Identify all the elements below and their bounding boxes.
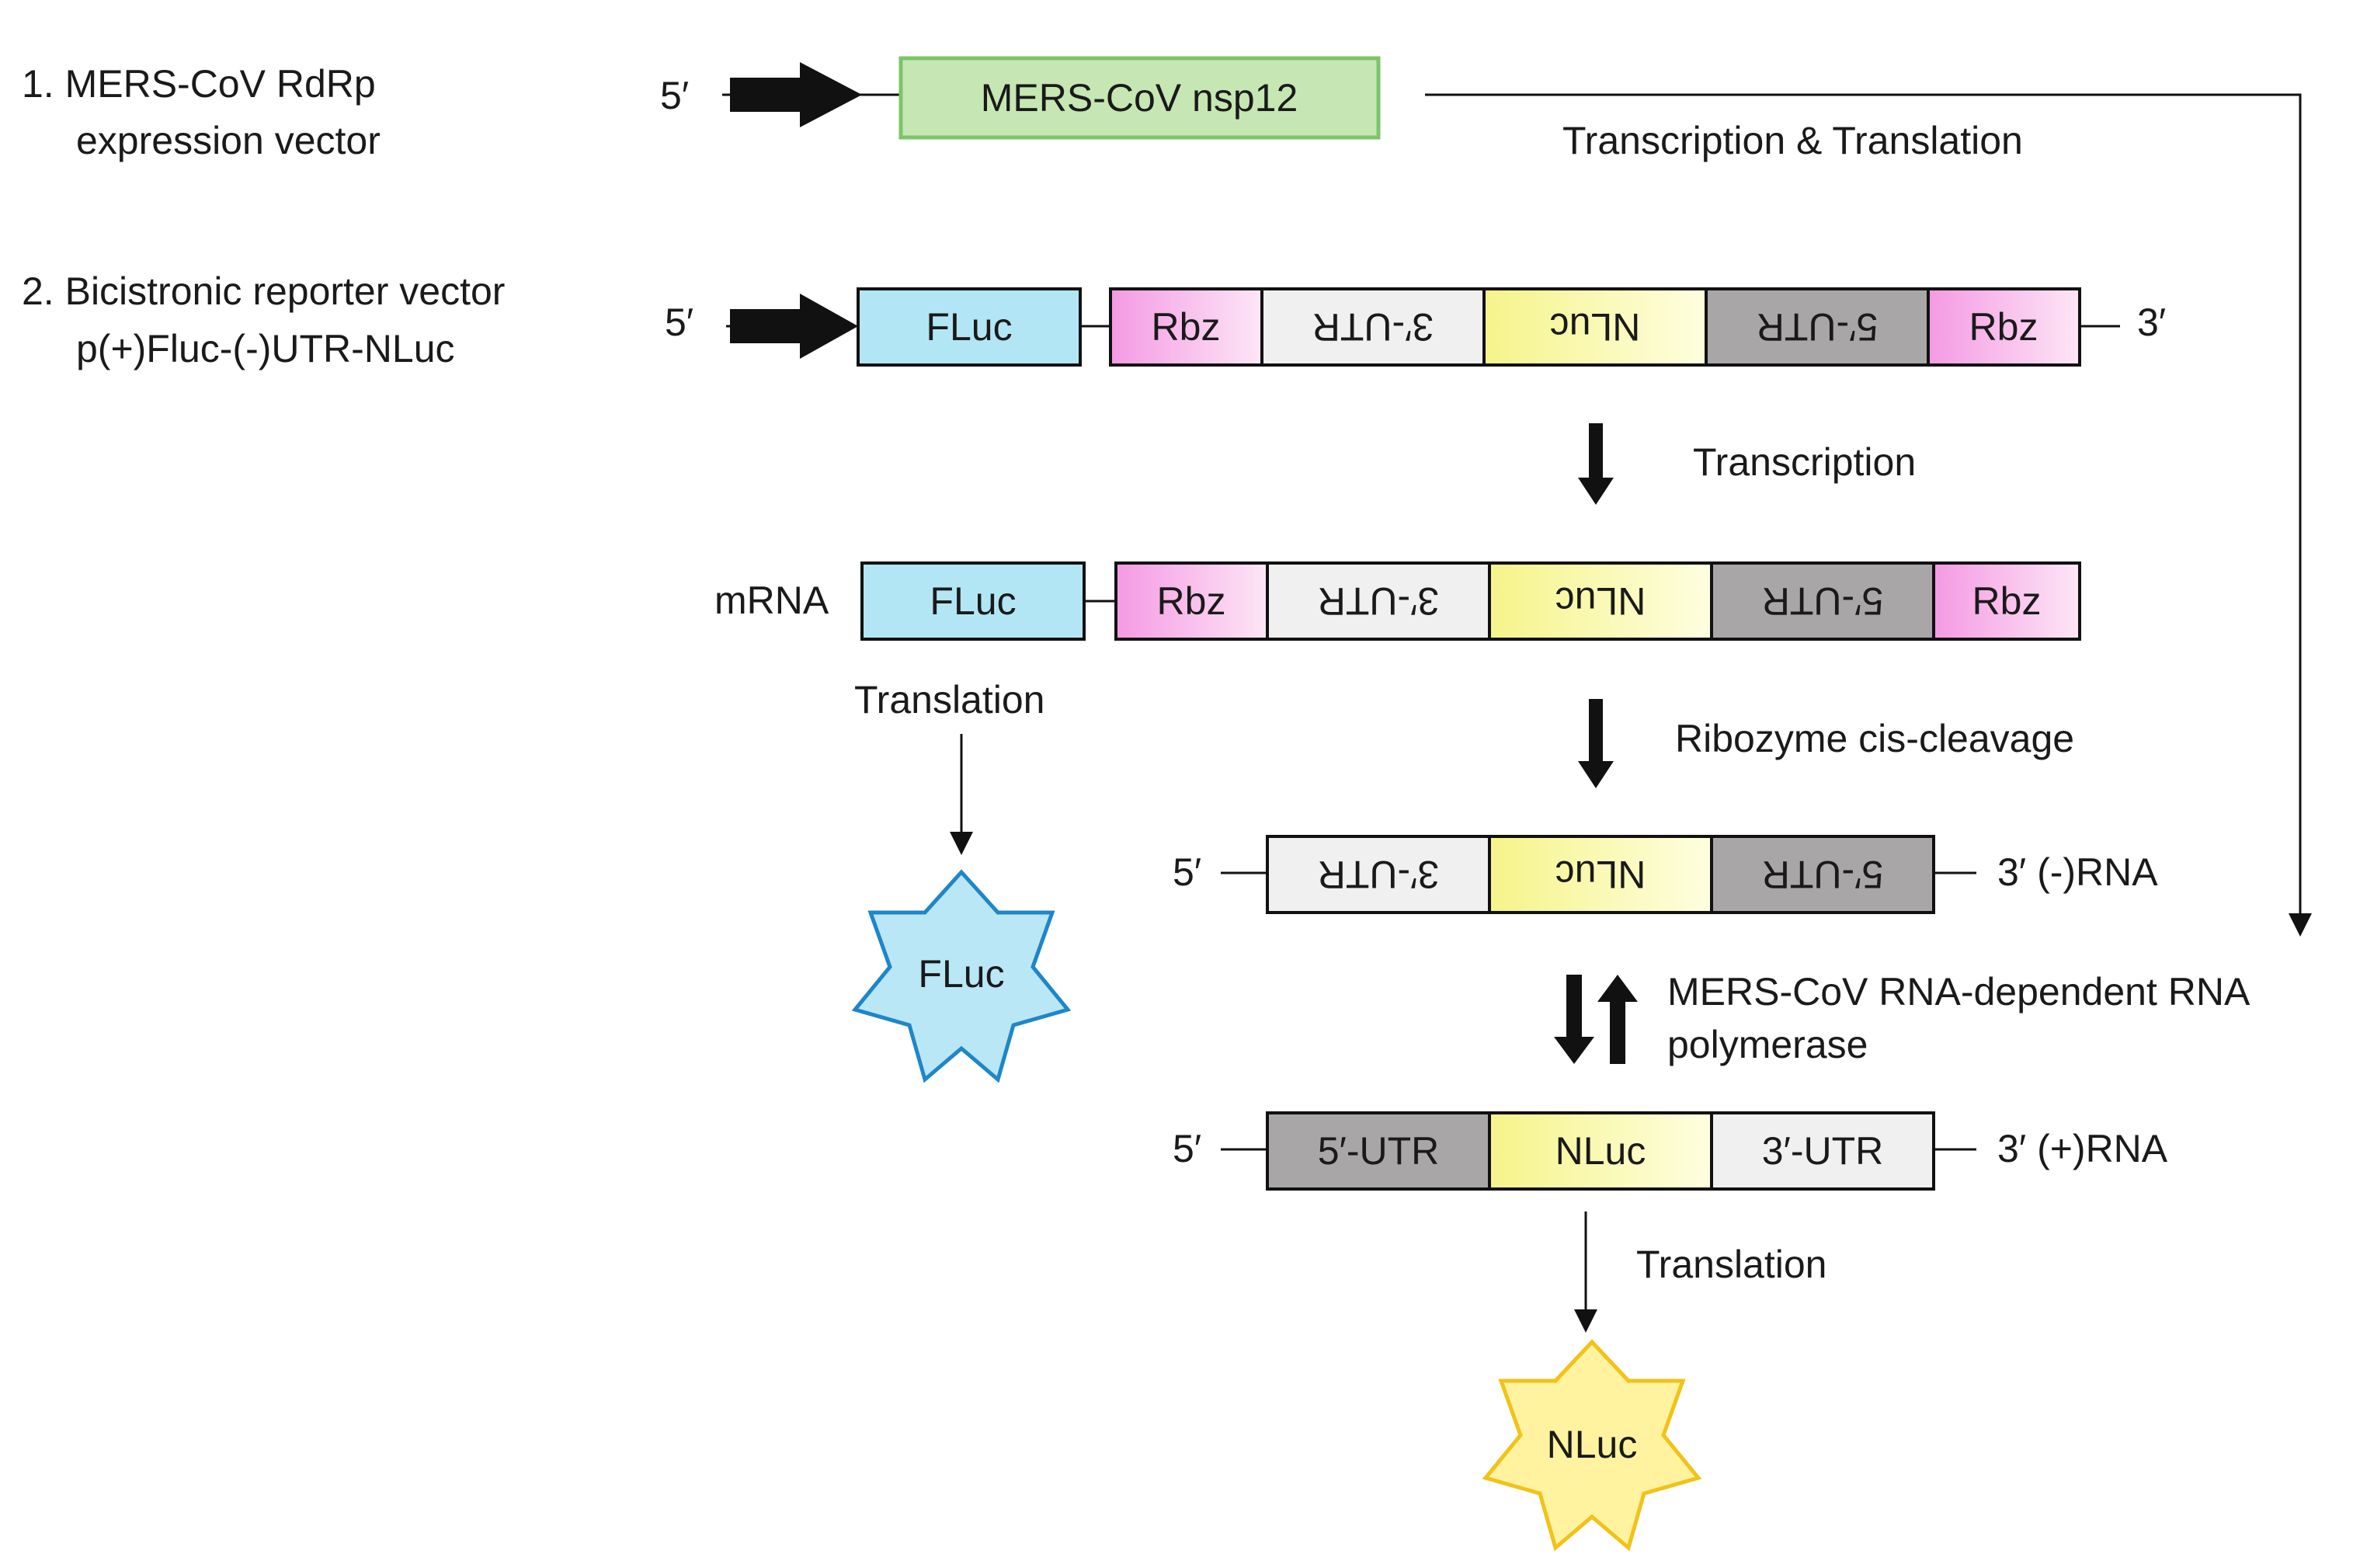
- utr5-segment: [1266, 1111, 1491, 1191]
- promoter-arrow-icon: [730, 62, 862, 127]
- nluc-segment: [1488, 835, 1713, 914]
- utr3-segment-label-inverted: 3′-UTR: [1312, 305, 1434, 349]
- step-translation-fluc: Translation: [854, 678, 1044, 721]
- minus-rna-five-prime: 5′: [1173, 850, 1201, 894]
- vector1-label-line2: expression vector: [76, 119, 381, 162]
- row1-five-prime: 5′: [660, 74, 689, 117]
- row2-five-prime: 5′: [665, 301, 693, 344]
- utr3-segment-label-inverted: 3′-UTR: [1318, 579, 1440, 623]
- nluc-segment-label: NLuc: [1555, 1129, 1646, 1173]
- step-transcription: Transcription: [1693, 440, 1916, 484]
- rbz-segment: [1932, 561, 2081, 641]
- utr5-segment-label-inverted: 5′-UTR: [1762, 853, 1884, 896]
- reporter-cassette: Rbz 3′-UTR NLuc 5′-UTR Rbz: [1109, 287, 2081, 367]
- promoter-arrow-icon: [730, 294, 858, 359]
- minus-rna-label: 3′ (-)RNA: [1997, 850, 2158, 894]
- fluc-product-label: FLuc: [918, 952, 1004, 996]
- vector2-label-line1: 2. Bicistronic reporter vector: [22, 269, 505, 313]
- step-ribozyme-cleavage: Ribozyme cis-cleavage: [1675, 717, 2074, 760]
- utr3-segment: [1710, 1111, 1935, 1191]
- utr5-segment-label: 5′-UTR: [1318, 1129, 1440, 1173]
- step-transcription-translation: Transcription & Translation: [1562, 119, 2023, 162]
- nluc-segment: [1488, 1111, 1713, 1191]
- utr5-segment: [1710, 835, 1935, 914]
- plus-rna-strand: 5′-UTR NLuc 3′-UTR: [1266, 1111, 1935, 1191]
- vector1-label-line1: 1. MERS-CoV RdRp: [22, 62, 376, 106]
- down-arrow-icon: [1578, 423, 1614, 505]
- rbz-segment-label: Rbz: [1972, 579, 2042, 623]
- rbz-segment-label: Rbz: [1969, 305, 2038, 349]
- down-arrow-icon: [1554, 975, 1594, 1064]
- row2-three-prime: 3′: [2137, 301, 2166, 344]
- fluc-segment-label: FLuc: [926, 305, 1012, 349]
- mrna-label: mRNA: [714, 579, 829, 622]
- fluc-segment-label: FLuc: [930, 579, 1016, 623]
- rdrp-connector-arrow: [1425, 93, 2312, 937]
- rbz-segment-label: Rbz: [1152, 305, 1221, 349]
- nluc-segment-label-inverted: NLuc: [1550, 305, 1641, 349]
- step-rdrp-line2: polymerase: [1667, 1023, 1868, 1066]
- utr3-segment-label: 3′-UTR: [1762, 1129, 1884, 1173]
- nluc-segment: [1482, 287, 1708, 367]
- mrna-cassette: Rbz 3′-UTR NLuc 5′-UTR Rbz: [1114, 561, 2081, 641]
- nluc-segment: [1488, 561, 1713, 641]
- minus-rna-strand: 3′-UTR NLuc 5′-UTR: [1266, 835, 1935, 914]
- step-translation-nluc: Translation: [1636, 1243, 1826, 1286]
- utr3-segment-label-inverted: 3′-UTR: [1318, 853, 1440, 896]
- utr5-segment: [1705, 287, 1930, 367]
- down-arrow-icon: [1578, 699, 1614, 788]
- up-arrow-icon: [1597, 975, 1638, 1064]
- utr5-segment-label-inverted: 5′-UTR: [1757, 305, 1879, 349]
- plus-rna-five-prime: 5′: [1173, 1127, 1201, 1170]
- nsp12-box: [898, 56, 1381, 140]
- utr3-segment: [1260, 287, 1486, 367]
- fluc-segment: [857, 287, 1082, 367]
- nluc-segment-label-inverted: NLuc: [1555, 853, 1646, 896]
- plus-rna-label: 3′ (+)RNA: [1997, 1127, 2168, 1170]
- nluc-product-label: NLuc: [1547, 1423, 1638, 1466]
- nluc-segment-label-inverted: NLuc: [1555, 579, 1646, 623]
- step-rdrp-line1: MERS-CoV RNA-dependent RNA: [1667, 970, 2250, 1013]
- rbz-segment: [1109, 287, 1263, 367]
- vector2-label-line2: p(+)Fluc-(-)UTR-NLuc: [76, 327, 455, 370]
- rbz-segment-label: Rbz: [1157, 579, 1226, 623]
- fluc-star-icon: [851, 869, 1072, 1083]
- rbz-segment: [1114, 561, 1269, 641]
- nsp12-label: MERS-CoV nsp12: [981, 76, 1298, 120]
- utr5-segment-label-inverted: 5′-UTR: [1762, 579, 1884, 623]
- nluc-star-icon: [1482, 1339, 1702, 1552]
